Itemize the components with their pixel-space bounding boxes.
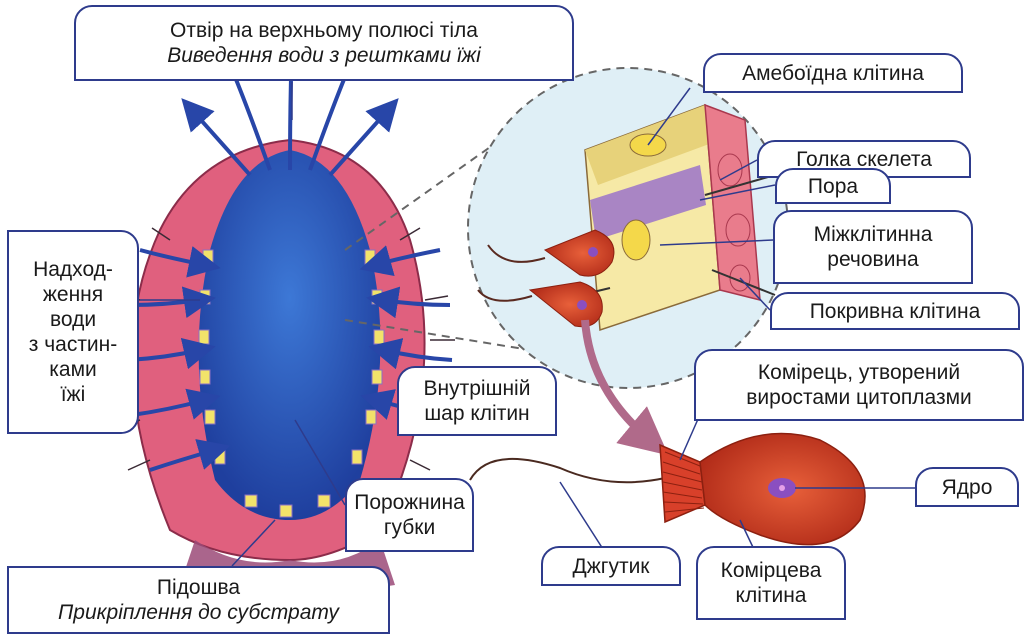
top-opening-title: Отвір на верхньому полюсі тіла [170,18,478,43]
collar-label: Комірець, утворений виростами цитоплазми [694,349,1024,421]
inflow-line-6: їжі [61,382,86,407]
collar-cell-label: Комірцева клітина [696,546,846,620]
top-opening-label: Отвір на верхньому полюсі тіла Виведення… [74,5,574,81]
inner-layer-line-2: шар клітин [424,401,529,426]
sole-title: Підошва [157,575,240,600]
inflow-line-5: ками [49,357,97,382]
top-opening-function: Виведення води з рештками їжі [167,43,481,68]
nucleus-label: Ядро [915,467,1019,507]
collar-cell-enlarged [470,434,865,545]
amoeboid-cell-label: Амебоїдна клітина [703,53,963,93]
inflow-line-4: з частин- [29,332,118,357]
cover-cell-label: Покривна клітина [770,292,1020,330]
inflow-line-2: ження [43,282,103,307]
mesohyl-line-2: речовина [827,247,918,272]
pore-label: Пора [775,168,891,204]
inflow-line-3: води [50,307,96,332]
mesohyl-line-1: Міжклітинна [814,222,933,247]
inflow-line-1: Надход- [33,257,113,282]
inner-layer-line-1: Внутрішній [424,376,531,401]
cavity-label: Порожнина губки [345,478,474,552]
inner-layer-label: Внутрішній шар клітин [397,366,557,436]
water-inflow-label: Надход- ження води з частин- ками їжі [7,230,139,434]
cavity-line-2: губки [384,515,435,540]
flagellum-label: Джгутик [541,546,681,586]
sole-function: Прикріплення до субстрату [58,600,339,625]
collar-cell-line-1: Комірцева [721,558,822,583]
mesohyl-label: Міжклітинна речовина [773,210,973,284]
collar-line-1: Комірець, утворений [758,360,960,385]
collar-line-2: виростами цитоплазми [746,385,972,410]
cavity-line-1: Порожнина [354,490,465,515]
collar-cell-line-2: клітина [736,583,807,608]
sole-label: Підошва Прикріплення до субстрату [7,566,390,634]
